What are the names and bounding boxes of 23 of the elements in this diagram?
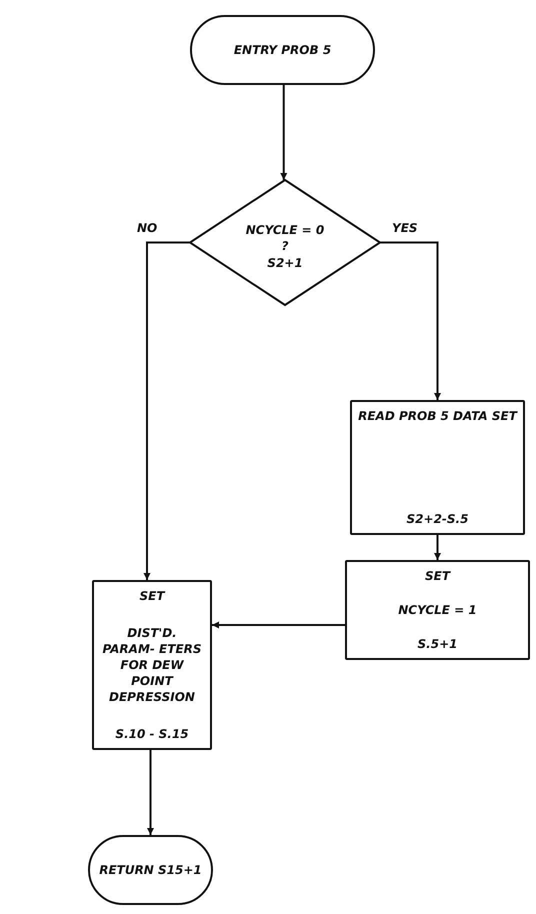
node-text: NCYCLE = 1: [398, 602, 477, 618]
process-box: [345, 560, 530, 660]
arrow: [434, 535, 441, 560]
arrow: [380, 242, 441, 400]
node-text: S2+1: [267, 254, 303, 271]
node-text: S.10 - S.15: [115, 726, 189, 742]
arrow: [212, 622, 345, 628]
node-text: RETURN S15+1: [99, 862, 202, 878]
node-text: SET: [424, 568, 450, 584]
edge-label: NO: [135, 220, 160, 234]
edge-label: YES: [390, 220, 420, 234]
process-box: [350, 400, 525, 535]
node-text: DIST'D. PARAM- ETERS FOR DEW POINT DEPRESSION: [101, 624, 203, 706]
process-box: [92, 580, 212, 750]
node-text: SET: [139, 588, 165, 604]
arrow: [147, 750, 154, 835]
node-text: READ PROB 5 DATA SET: [358, 408, 517, 424]
arrow: [144, 242, 190, 580]
node-text: NCYCLE = 0 ?: [244, 222, 326, 255]
node-text: ENTRY PROB 5: [234, 42, 332, 58]
arrow: [280, 85, 288, 180]
node-text: S2+2-S.5: [406, 510, 468, 527]
node-text: S.5+1: [418, 636, 458, 652]
